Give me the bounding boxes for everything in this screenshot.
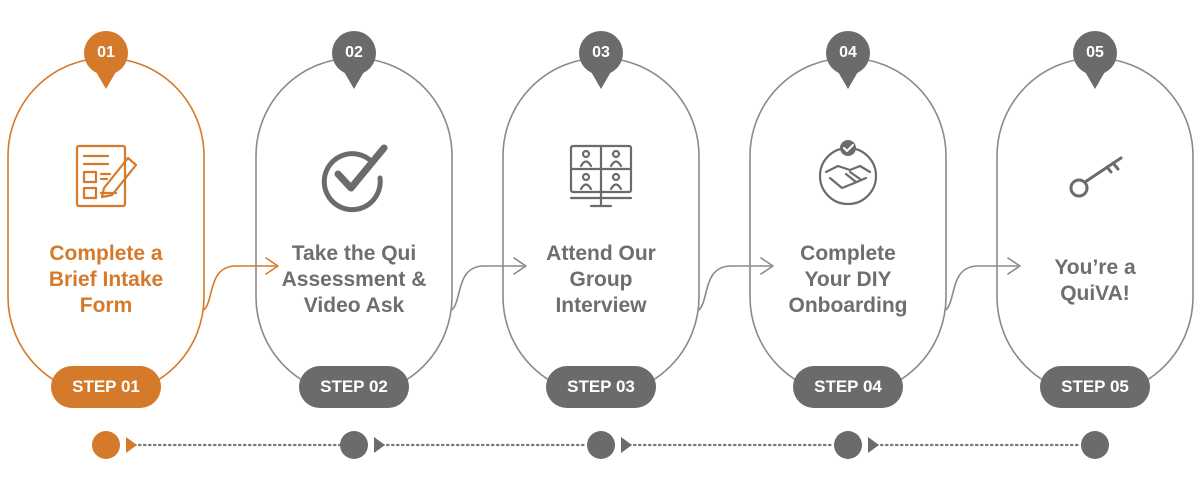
hands-bottom [828,176,868,190]
step-pin-tail [590,70,612,89]
participant-body [579,183,593,191]
step-title: You’re a QuiVA! [1010,255,1180,307]
step-number: 05 [1086,44,1104,61]
key-bow [1069,178,1089,198]
step-number: 04 [839,44,857,61]
step-pin [579,31,623,75]
step-title-line: Assessment & [281,268,427,291]
intake-form-icon [75,144,138,208]
connector-arrow-line [203,265,276,311]
participant-head [581,172,591,182]
step-title-line: Attend Our [546,242,656,265]
step-number: 02 [345,44,363,61]
step-pin-tail [1084,70,1106,89]
step-title-line: Complete [800,242,896,265]
step-title-line: Interview [555,294,647,317]
arrowhead-icon [513,257,527,275]
step-title-line: Group [569,268,633,291]
step-number: 01 [97,44,115,61]
arrowhead-icon [265,257,279,275]
timeline-dot [1081,431,1109,459]
step-capsule-outline [502,57,700,396]
participant-head [581,149,591,159]
handshake-icon [818,140,878,206]
video-conference-icon [569,144,633,208]
timeline-dot [834,431,862,459]
key-tooth [1111,161,1120,171]
step-label-pill: STEP 04 [793,366,903,408]
step-label-pill: STEP 01 [51,366,161,408]
step-capsule-outline [7,57,205,396]
connector-arrow-line [698,265,771,311]
step-pin-tail [837,70,859,89]
timeline-arrowhead-icon [621,437,632,453]
connector-arrow-line [945,265,1018,311]
badge-dot [840,140,856,156]
step-label-pill: STEP 02 [299,366,409,408]
step-pin [826,31,870,75]
step-title-line: Onboarding [788,294,908,317]
step-capsule-outline [749,57,947,396]
step-title-line: Complete a [49,242,163,265]
step-title-line: Your DIY [804,268,892,291]
key-tooth [1105,165,1113,174]
step-title-line: Form [79,294,133,317]
step-capsule-outline [255,57,453,396]
pencil-icon [100,156,138,199]
step-label-pill: STEP 05 [1040,366,1150,408]
step-capsule-outline [996,57,1194,396]
form-box [82,186,98,200]
participant-body [579,160,593,168]
step-number: 03 [592,44,610,61]
participant-body [609,160,623,168]
arrowhead-icon [760,257,774,275]
step-label-pill: STEP 03 [546,366,656,408]
form-box [82,170,98,184]
arrowhead-icon [1007,257,1021,275]
timeline-arrowhead-icon [126,437,137,453]
step-title-line: You’re a [1054,256,1136,279]
timeline-dot [340,431,368,459]
step-title-line: Take the Qui [291,242,417,265]
step-pin [1073,31,1117,75]
step-title-line: Brief Intake [48,268,164,291]
step-pin-tail [95,70,117,89]
timeline-arrowhead-icon [374,437,385,453]
badge-check [843,144,854,152]
hands-top [824,164,872,174]
participant-body [609,183,623,191]
check-mark [334,144,388,192]
step-title-line: Video Ask [303,294,405,317]
finger-line [848,170,862,181]
form-sheet [75,144,127,208]
step-pin [332,31,376,75]
timeline-arrowhead-icon [868,437,879,453]
connector-arrow-line [451,265,524,311]
timeline-dot [587,431,615,459]
finger-line [844,172,858,184]
check-circle [321,151,383,213]
step-pin [84,31,128,75]
timeline-dot [92,431,120,459]
participant-head [611,149,621,159]
participant-head [611,172,621,182]
step-title-line: QuiVA! [1060,282,1130,305]
key-shaft [1083,156,1123,184]
step-pin-tail [343,70,365,89]
key-icon [1069,156,1123,198]
checkmark-circle-icon [321,144,388,213]
